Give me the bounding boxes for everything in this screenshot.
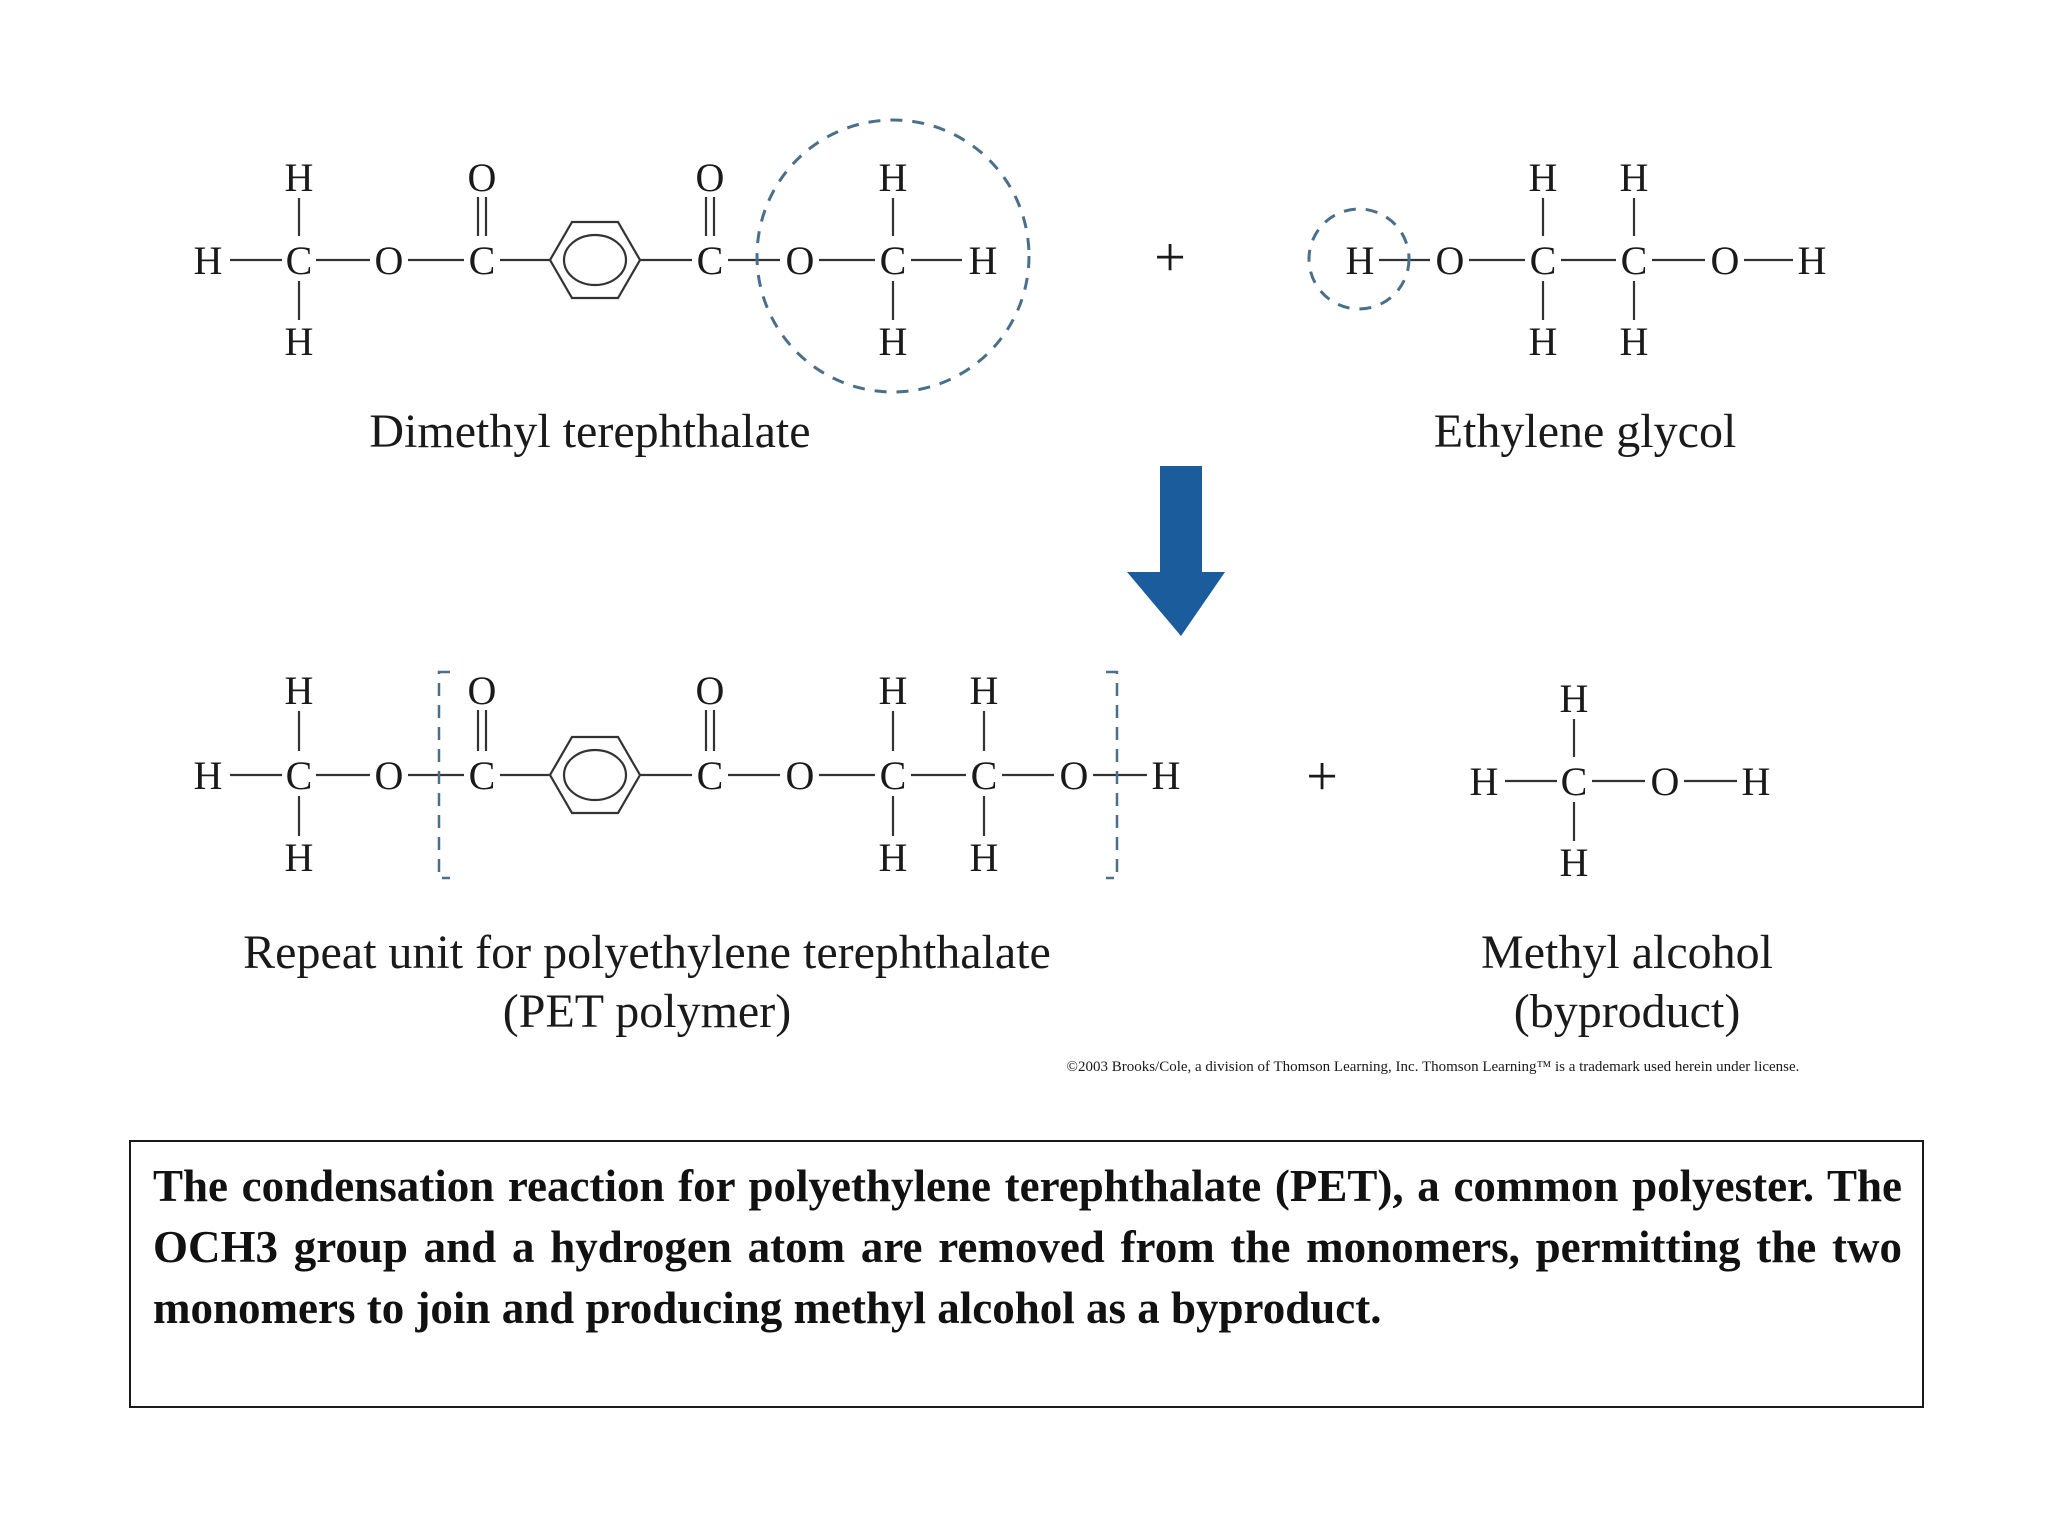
atom-o: O (1651, 759, 1680, 804)
atom-c: C (1530, 238, 1557, 283)
atom-c: C (1621, 238, 1648, 283)
caption-text: The condensation reaction for polyethyle… (153, 1161, 1902, 1333)
bonds (1505, 719, 1737, 841)
repeat-unit-left-bracket (437, 670, 450, 880)
atom-o: O (1060, 753, 1089, 798)
dimethyl-terephthalate-structure: H H C H O O C O C O H C H H (194, 118, 1031, 394)
atom-h: H (1798, 238, 1827, 283)
copyright-notice: ©2003 Brooks/Cole, a division of Thomson… (1067, 1059, 1800, 1075)
atom-o: O (1711, 238, 1740, 283)
methyl-alcohol-label-line1: Methyl alcohol (1481, 926, 1773, 979)
atom-c: C (880, 238, 907, 283)
atom-h: H (285, 668, 314, 713)
atom-h: H (1346, 238, 1375, 283)
atom-o: O (468, 155, 497, 200)
reaction-arrow-icon (1127, 466, 1225, 636)
repeat-unit-right-bracket (1106, 670, 1119, 880)
atom-h: H (285, 155, 314, 200)
pet-repeat-unit-structure: H H C H O O C O C O H C H H C H O H (194, 668, 1181, 880)
atom-c: C (286, 753, 313, 798)
atom-h: H (285, 835, 314, 880)
atom-h: H (1529, 319, 1558, 364)
methyl-alcohol-structure: H H C H O H (1470, 676, 1771, 885)
atom-h: H (879, 835, 908, 880)
atom-o: O (696, 155, 725, 200)
atom-h: H (879, 668, 908, 713)
plus-sign: + (1154, 227, 1186, 289)
atom-h: H (1560, 676, 1589, 721)
dimethyl-terephthalate-label: Dimethyl terephthalate (369, 405, 810, 458)
atom-h: H (1620, 319, 1649, 364)
atom-h: H (1470, 759, 1499, 804)
bonds (1379, 198, 1793, 320)
atom-h: H (194, 238, 223, 283)
atom-o: O (1436, 238, 1465, 283)
ethylene-glycol-structure: H O H C H H C H O H (1307, 155, 1827, 364)
atom-h: H (1620, 155, 1649, 200)
atom-h: H (285, 319, 314, 364)
benzene-ring (548, 220, 642, 300)
benzene-ring (548, 735, 642, 815)
atom-h: H (879, 155, 908, 200)
atom-c: C (697, 238, 724, 283)
atom-o: O (375, 753, 404, 798)
atom-h: H (970, 835, 999, 880)
atom-h: H (1152, 753, 1181, 798)
plus-sign: + (1306, 746, 1338, 808)
bonds (230, 710, 1147, 836)
atom-c: C (469, 753, 496, 798)
atom-o: O (468, 668, 497, 713)
methyl-alcohol-label-line2: (byproduct) (1514, 985, 1741, 1038)
atom-h: H (970, 668, 999, 713)
removed-och3-highlight (755, 118, 1031, 394)
atom-c: C (286, 238, 313, 283)
atom-c: C (971, 753, 998, 798)
removed-hydrogen-highlight (1307, 207, 1411, 311)
atom-h: H (1529, 155, 1558, 200)
atom-h: H (1560, 840, 1589, 885)
atom-c: C (1561, 759, 1588, 804)
atom-h: H (879, 319, 908, 364)
atom-o: O (375, 238, 404, 283)
pet-label-line2: (PET polymer) (503, 985, 791, 1038)
ethylene-glycol-label: Ethylene glycol (1434, 405, 1737, 458)
atom-o: O (786, 238, 815, 283)
atom-c: C (469, 238, 496, 283)
bonds (230, 197, 962, 320)
atom-h: H (1742, 759, 1771, 804)
atom-o: O (696, 668, 725, 713)
pet-label-line1: Repeat unit for polyethylene terephthala… (243, 926, 1051, 979)
atom-h: H (194, 753, 223, 798)
atom-h: H (969, 238, 998, 283)
atom-c: C (697, 753, 724, 798)
caption-box: The condensation reaction for polyethyle… (129, 1140, 1924, 1408)
atom-c: C (880, 753, 907, 798)
atom-o: O (786, 753, 815, 798)
